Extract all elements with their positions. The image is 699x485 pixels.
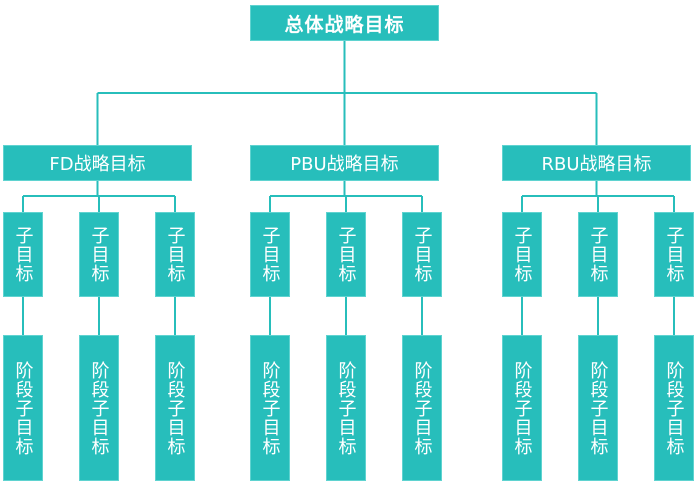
stage-goal-node: 阶段子目标 bbox=[155, 335, 195, 481]
sub-goal-node: 子目标 bbox=[502, 212, 542, 297]
stage-goal-label: 阶段子目标 bbox=[335, 360, 357, 456]
sub-goal-node: 子目标 bbox=[326, 212, 366, 297]
sub-goal-node: 子目标 bbox=[402, 212, 442, 297]
stage-goal-node: 阶段子目标 bbox=[79, 335, 119, 481]
sub-goal-node: 子目标 bbox=[155, 212, 195, 297]
root-node: 总体战略目标 bbox=[250, 5, 439, 41]
sub-goal-label: 子目标 bbox=[88, 226, 110, 283]
stage-goal-node: 阶段子目标 bbox=[402, 335, 442, 481]
stage-goal-node: 阶段子目标 bbox=[250, 335, 290, 481]
sub-goal-node: 子目标 bbox=[578, 212, 618, 297]
stage-goal-label: 阶段子目标 bbox=[88, 360, 110, 456]
sub-goal-label: 子目标 bbox=[587, 226, 609, 283]
sub-goal-label: 子目标 bbox=[411, 226, 433, 283]
stage-goal-label: 阶段子目标 bbox=[587, 360, 609, 456]
branch-node-label: PBU战略目标 bbox=[290, 154, 399, 175]
sub-goal-node: 子目标 bbox=[654, 212, 694, 297]
sub-goal-node: 子目标 bbox=[79, 212, 119, 297]
stage-goal-label: 阶段子目标 bbox=[164, 360, 186, 456]
branch-node: FD战略目标 bbox=[3, 145, 192, 181]
branch-node: RBU战略目标 bbox=[502, 145, 691, 181]
sub-goal-label: 子目标 bbox=[663, 226, 685, 283]
stage-goal-node: 阶段子目标 bbox=[502, 335, 542, 481]
stage-goal-label: 阶段子目标 bbox=[511, 360, 533, 456]
stage-goal-label: 阶段子目标 bbox=[411, 360, 433, 456]
stage-goal-node: 阶段子目标 bbox=[654, 335, 694, 481]
sub-goal-label: 子目标 bbox=[259, 226, 281, 283]
stage-goal-label: 阶段子目标 bbox=[663, 360, 685, 456]
stage-goal-node: 阶段子目标 bbox=[578, 335, 618, 481]
stage-goal-label: 阶段子目标 bbox=[12, 360, 34, 456]
sub-goal-node: 子目标 bbox=[250, 212, 290, 297]
branch-node-label: RBU战略目标 bbox=[541, 154, 652, 175]
sub-goal-label: 子目标 bbox=[12, 226, 34, 283]
branch-node: PBU战略目标 bbox=[250, 145, 439, 181]
stage-goal-node: 阶段子目标 bbox=[326, 335, 366, 481]
sub-goal-label: 子目标 bbox=[164, 226, 186, 283]
stage-goal-node: 阶段子目标 bbox=[3, 335, 43, 481]
sub-goal-node: 子目标 bbox=[3, 212, 43, 297]
sub-goal-label: 子目标 bbox=[335, 226, 357, 283]
branch-node-label: FD战略目标 bbox=[49, 154, 146, 175]
sub-goal-label: 子目标 bbox=[511, 226, 533, 283]
stage-goal-label: 阶段子目标 bbox=[259, 360, 281, 456]
root-node-label: 总体战略目标 bbox=[284, 13, 405, 36]
